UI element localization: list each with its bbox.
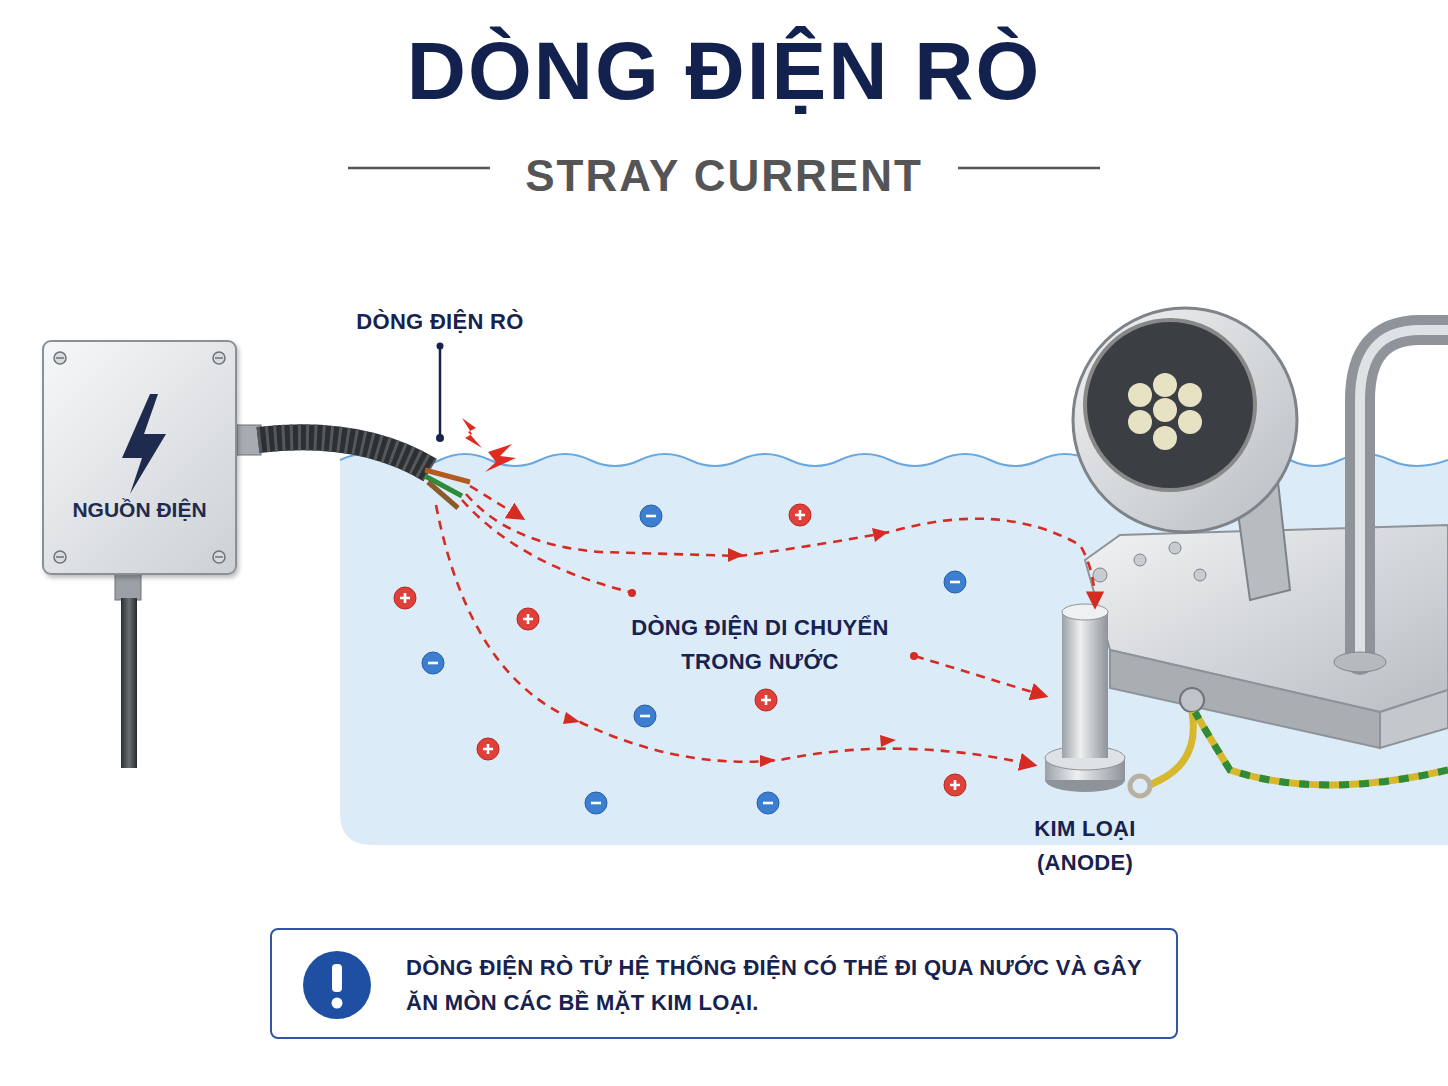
handle <box>1360 330 1448 660</box>
leader-line <box>439 346 442 436</box>
ion-sign <box>523 614 533 624</box>
ground-wire <box>1150 712 1193 785</box>
note-box: DÒNG ĐIỆN RÒ TỬ HỆ THỐNG ĐIỆN CÓ THỂ ĐI … <box>270 928 1178 1039</box>
fixture-base <box>1380 690 1448 748</box>
ions <box>394 504 966 814</box>
positive-ion <box>789 504 811 526</box>
flow-label: DÒNG ĐIỆN DI CHUYỂN TRONG NƯỚC <box>600 611 920 679</box>
ion-sign <box>795 510 805 520</box>
spark <box>462 418 482 448</box>
positive-ion <box>517 608 539 630</box>
leader-dot <box>437 343 444 350</box>
positive-ion <box>944 774 966 796</box>
ion-sign <box>483 744 493 754</box>
negative-ion <box>585 792 607 814</box>
ion-sign <box>640 715 650 718</box>
negative-ion <box>634 705 656 727</box>
ground-wire <box>1195 712 1448 785</box>
power-box: NGUỒN ĐIỆN <box>42 340 237 575</box>
negative-ion <box>944 571 966 593</box>
node-text: NGUỒN ĐIỆN <box>44 498 235 522</box>
leader-dot <box>436 434 444 442</box>
ground-wire <box>1195 712 1448 785</box>
conduit <box>258 437 430 470</box>
rule <box>958 167 1100 170</box>
positive-ion <box>477 738 499 760</box>
gland <box>115 572 141 600</box>
water <box>340 454 1448 845</box>
negative-ion <box>757 792 779 814</box>
positive-ion <box>755 689 777 711</box>
negative-ion <box>422 652 444 674</box>
ion-sign <box>950 780 960 790</box>
subtitle: STRAY CURRENT <box>490 142 958 210</box>
positive-ion <box>394 587 416 609</box>
conduit <box>121 598 137 768</box>
ion-sign <box>950 581 960 584</box>
ion-sign <box>591 802 601 805</box>
handle <box>1360 330 1448 660</box>
rule <box>348 167 490 170</box>
title: DÒNG ĐIỆN RÒ <box>0 26 1448 116</box>
callout-label: DÒNG ĐIỆN RÒ <box>330 305 550 339</box>
ion-sign <box>761 695 771 705</box>
ion-sign <box>646 515 656 518</box>
lamp-face <box>1085 320 1255 490</box>
spark <box>485 444 516 472</box>
wire <box>428 482 458 508</box>
note-text-wrap: DÒNG ĐIỆN RÒ TỬ HỆ THỐNG ĐIỆN CÓ THỂ ĐI … <box>406 950 1146 1020</box>
anode-label: KIM LOẠI (ANODE) <box>1005 812 1165 880</box>
note-text: DÒNG ĐIỆN RÒ TỬ HỆ THỐNG ĐIỆN CÓ THỂ ĐI … <box>406 950 1146 1020</box>
lamp-head <box>1073 308 1297 532</box>
power-icon <box>44 342 235 573</box>
negative-ion <box>640 505 662 527</box>
current-path <box>436 486 1095 765</box>
ion-sign <box>763 802 773 805</box>
conduit <box>258 437 430 470</box>
anode <box>1062 612 1108 758</box>
alert-icon <box>297 945 377 1025</box>
ion-sign <box>400 593 410 603</box>
ion-sign <box>428 662 438 665</box>
